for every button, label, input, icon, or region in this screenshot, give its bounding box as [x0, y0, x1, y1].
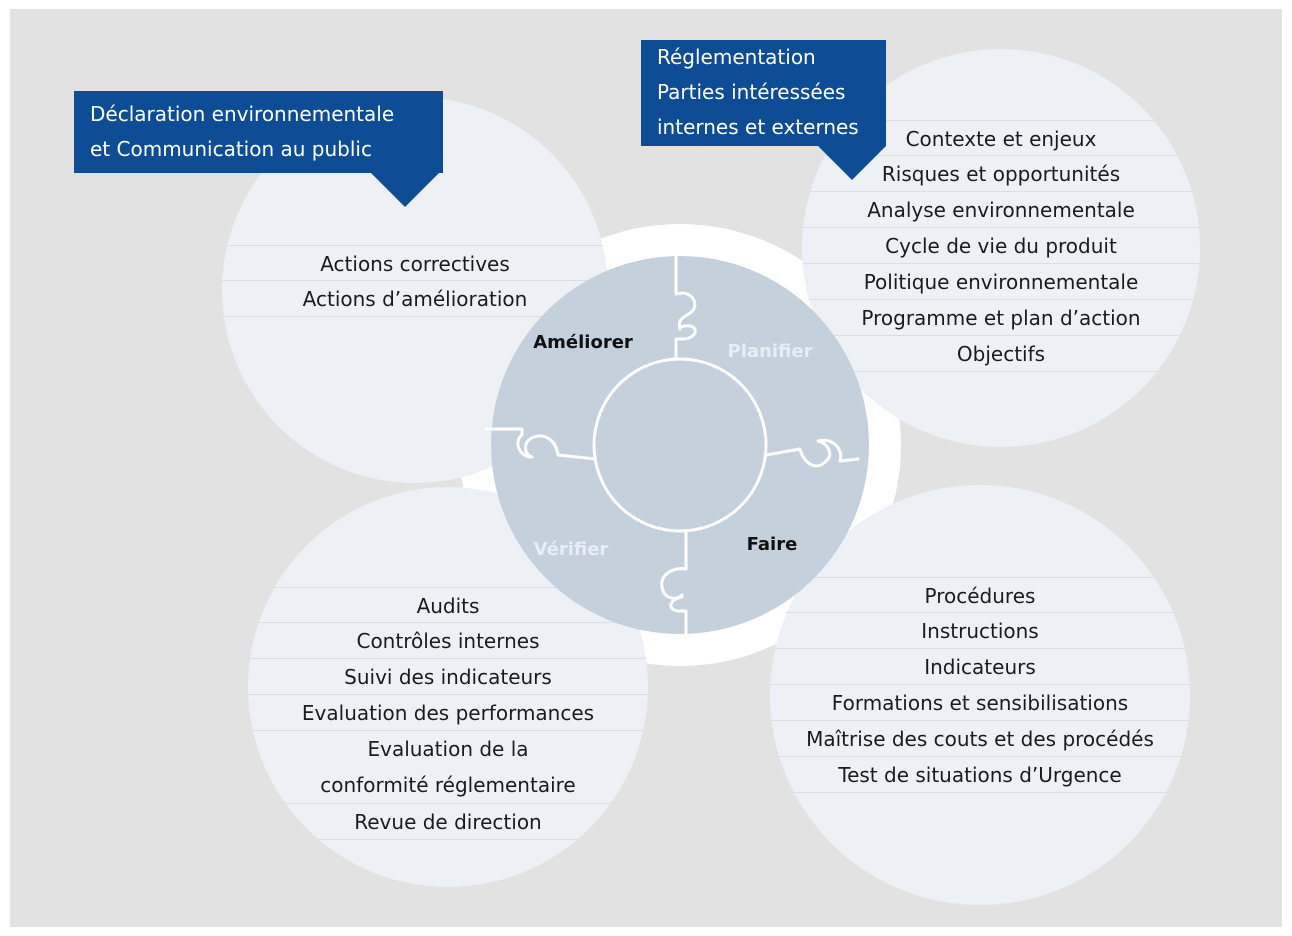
phase-plan-label: Planifier	[728, 341, 813, 362]
list-item: Revue de direction	[248, 804, 648, 840]
plan-list: Contexte et enjeux Risques et opportunit…	[802, 120, 1200, 372]
phase-do-label: Faire	[747, 534, 798, 555]
list-item: Programme et plan d’action	[802, 300, 1200, 336]
list-item: Indicateurs	[770, 649, 1190, 685]
list-item: Cycle de vie du produit	[802, 228, 1200, 264]
list-item: Formations et sensibilisations	[770, 685, 1190, 721]
list-item: Test de situations d’Urgence	[770, 757, 1190, 793]
list-item: Procédures	[770, 577, 1190, 613]
list-item: Evaluation des performances	[248, 695, 648, 731]
seam-left	[484, 427, 598, 461]
list-item: Evaluation de la conformité réglementair…	[248, 731, 648, 804]
callout-regulation: Réglementation Parties intéressées inter…	[641, 40, 886, 146]
list-item: Maîtrise des couts et des procédés	[770, 721, 1190, 757]
callout-declaration: Déclaration environnementale et Communic…	[74, 91, 443, 173]
puzzle-center-ring	[592, 357, 768, 533]
list-item: Instructions	[770, 613, 1190, 649]
seam-top	[674, 254, 697, 376]
improve-list: Actions correctives Actions d’améliorati…	[222, 245, 608, 317]
list-item: Actions correctives	[222, 245, 608, 281]
list-item: Objectifs	[802, 336, 1200, 372]
check-list: Audits Contrôles internes Suivi des indi…	[248, 587, 648, 840]
callout-declaration-pointer	[371, 173, 439, 207]
list-item: Analyse environnementale	[802, 192, 1200, 228]
list-item: Politique environnementale	[802, 264, 1200, 300]
do-list: Procédures Instructions Indicateurs Form…	[770, 577, 1190, 793]
list-item: Actions d’amélioration	[222, 281, 608, 317]
list-item: Risques et opportunités	[802, 156, 1200, 192]
callout-line: internes et externes	[657, 115, 859, 139]
seam-bottom	[660, 529, 688, 635]
pdca-diagram: Actions correctives Actions d’améliorati…	[10, 9, 1282, 927]
callout-line: Déclaration environnementale	[90, 102, 395, 126]
callout-line: et Communication au public	[90, 137, 372, 161]
callout-line: Réglementation	[657, 45, 816, 69]
callout-line: Parties intéressées	[657, 80, 846, 104]
list-item: Suivi des indicateurs	[248, 659, 648, 695]
list-item: Contrôles internes	[248, 623, 648, 659]
bubble-do-disc: Procédures Instructions Indicateurs Form…	[770, 485, 1190, 905]
callout-regulation-pointer	[818, 146, 886, 180]
phase-check-label: Vérifier	[534, 539, 609, 560]
list-item: Audits	[248, 587, 648, 623]
puzzle-wheel: Améliorer Planifier Faire Vérifier	[484, 254, 869, 635]
list-item: Contexte et enjeux	[802, 120, 1200, 156]
phase-improve-label: Améliorer	[533, 332, 633, 353]
seam-right	[764, 438, 860, 468]
